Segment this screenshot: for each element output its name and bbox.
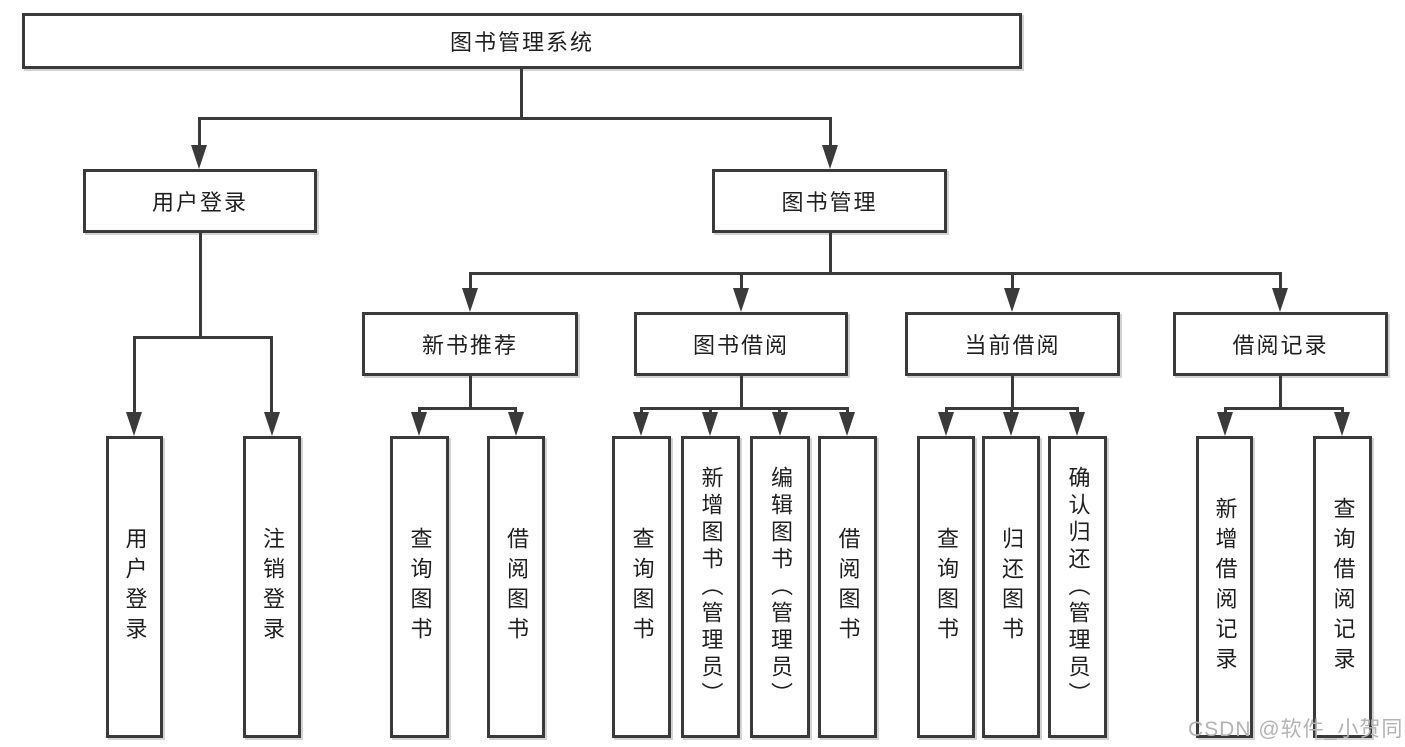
node-br-add-record-label: 新增借阅记录 — [1212, 497, 1238, 677]
arrowhead-br-query-record — [1334, 412, 1350, 436]
connector-br-stub — [1279, 376, 1282, 408]
node-cb-return-books-label: 归还图书 — [999, 527, 1024, 647]
node-logout-login-label: 注销登录 — [260, 527, 285, 647]
arrowhead-bb-query-books — [633, 412, 649, 436]
arrowhead-nbr-borrow-books — [508, 412, 524, 436]
node-user-login-group: 用户登录 — [83, 169, 317, 233]
node-br-add-record: 新增借阅记录 — [1196, 436, 1253, 738]
connector-bb-drop-4 — [846, 407, 849, 415]
connector-bb-drop-2 — [709, 407, 712, 415]
arrowhead-user-login — [126, 412, 142, 436]
node-bb-edit-books: 编辑图书（管理员） — [750, 436, 810, 738]
node-cb-query-books: 查询图书 — [917, 436, 975, 738]
node-bb-edit-books-label: 编辑图书（管理员） — [768, 465, 793, 709]
node-bb-add-books: 新增图书（管理员） — [681, 436, 740, 738]
connector-br-drop-2 — [1341, 407, 1344, 415]
connector-bookmgmt-drop-3 — [1011, 272, 1014, 290]
node-logout-login: 注销登录 — [243, 436, 301, 738]
node-nbr-borrow-books-label: 借阅图书 — [504, 527, 529, 647]
connector-bookmgmt-drop-2 — [740, 272, 743, 290]
node-new-book-recommend: 新书推荐 — [362, 312, 578, 376]
connector-root-stub — [520, 69, 523, 119]
connector-bookmgmt-drop-4 — [1279, 272, 1282, 290]
connector-bb-stub — [740, 376, 743, 408]
arrowhead-book-management — [822, 145, 838, 169]
connector-cb-drop-2 — [1010, 407, 1013, 415]
node-book-borrow: 图书借阅 — [634, 312, 848, 376]
node-cb-confirm-return-label: 确认归还（管理员） — [1065, 465, 1091, 709]
node-cb-confirm-return: 确认归还（管理员） — [1048, 436, 1107, 738]
node-bb-borrow-books: 借阅图书 — [818, 436, 877, 738]
connector-br-bar — [1224, 407, 1344, 410]
arrowhead-book-borrow — [733, 288, 749, 312]
arrowhead-bb-borrow-books — [839, 412, 855, 436]
arrowhead-nbr-query-books — [411, 412, 427, 436]
connector-bookmgmt-drop-1 — [469, 272, 472, 290]
arrowhead-new-book-recommend — [462, 288, 478, 312]
connector-cb-stub — [1011, 376, 1014, 408]
connector-bookmgmt-stub — [829, 233, 832, 274]
connector-root-left-drop — [198, 117, 201, 149]
arrowhead-cb-confirm-return — [1069, 412, 1085, 436]
arrowhead-bb-edit-books — [772, 412, 788, 436]
connector-bb-bar — [640, 407, 848, 410]
node-nbr-query-books: 查询图书 — [390, 436, 449, 738]
node-user-login: 用户登录 — [106, 436, 163, 738]
connector-userlogin-bar — [133, 336, 273, 339]
node-book-management: 图书管理 — [712, 169, 947, 233]
connector-userlogin-drop-1 — [133, 336, 136, 415]
arrowhead-br-add-record — [1217, 412, 1233, 436]
node-user-login-label: 用户登录 — [122, 527, 148, 647]
node-current-borrow: 当前借阅 — [905, 312, 1120, 376]
connector-nbr-bar — [418, 407, 517, 410]
node-cb-return-books: 归还图书 — [982, 436, 1040, 738]
arrowhead-current-borrow — [1004, 288, 1020, 312]
connector-userlogin-stub — [199, 233, 202, 338]
arrowhead-user-login-group — [191, 145, 207, 169]
csdn-watermark: CSDN @软件_小贺同学 — [1188, 718, 1405, 741]
node-nbr-query-books-label: 查询图书 — [407, 527, 433, 647]
node-br-query-record-label: 查询借阅记录 — [1330, 497, 1356, 677]
arrowhead-cb-return-books — [1003, 412, 1019, 436]
connector-bb-drop-1 — [640, 407, 643, 415]
node-bb-add-books-label: 新增图书（管理员） — [698, 465, 724, 709]
connector-bookmgmt-bar — [469, 272, 1282, 275]
connector-userlogin-drop-2 — [270, 336, 273, 415]
arrowhead-cb-query-books — [938, 412, 954, 436]
node-root: 图书管理系统 — [22, 13, 1022, 69]
connector-cb-drop-1 — [945, 407, 948, 415]
arrowhead-logout-login — [264, 412, 280, 436]
arrowhead-borrow-records — [1272, 288, 1288, 312]
connector-bb-drop-3 — [778, 407, 781, 415]
node-borrow-records: 借阅记录 — [1173, 312, 1388, 376]
node-cb-query-books-label: 查询图书 — [934, 527, 959, 647]
connector-nbr-drop-2 — [514, 407, 517, 415]
connector-root-bar — [198, 117, 832, 120]
connector-cb-drop-3 — [1076, 407, 1079, 415]
connector-nbr-drop-1 — [418, 407, 421, 415]
node-bb-query-books: 查询图书 — [612, 436, 671, 738]
node-bb-borrow-books-label: 借阅图书 — [835, 527, 861, 647]
node-bb-query-books-label: 查询图书 — [629, 527, 655, 647]
arrowhead-bb-add-books — [702, 412, 718, 436]
node-nbr-borrow-books: 借阅图书 — [487, 436, 545, 738]
connector-nbr-stub — [469, 376, 472, 408]
connector-root-right-drop — [829, 117, 832, 149]
connector-br-drop-1 — [1224, 407, 1227, 415]
node-br-query-record: 查询借阅记录 — [1313, 436, 1372, 738]
